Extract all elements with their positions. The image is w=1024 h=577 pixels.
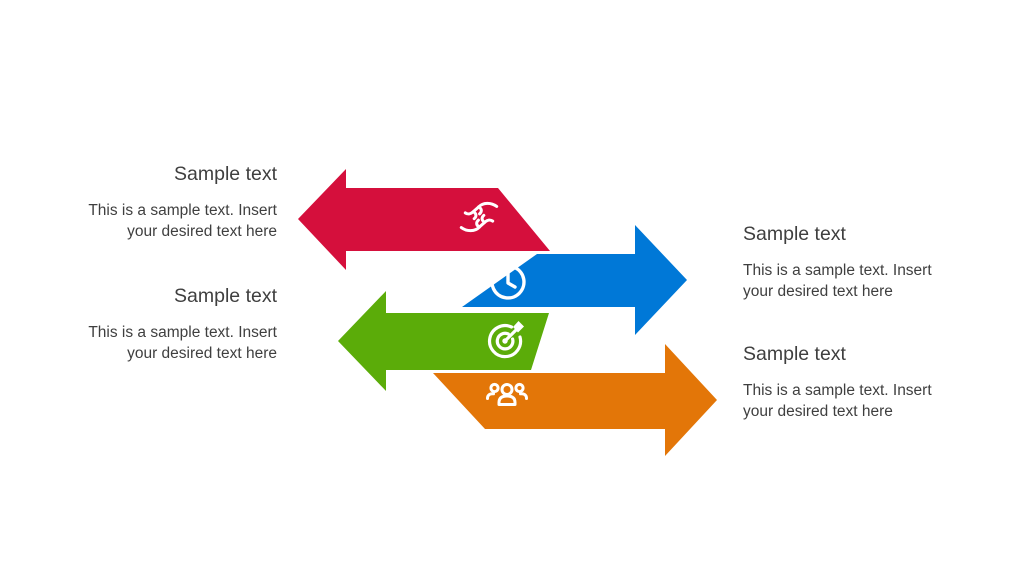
partnership-hands-icon	[459, 201, 499, 233]
item-title: Sample text	[743, 223, 846, 245]
text-block: Sample text This is a sample text. Inser…	[37, 285, 277, 364]
history-clock-icon	[490, 262, 526, 300]
red-arrow	[298, 169, 550, 270]
item-title: Sample text	[174, 163, 277, 185]
target-goal-icon	[488, 321, 524, 359]
text-block: Sample text This is a sample text. Inser…	[743, 343, 983, 422]
text-block: Sample text This is a sample text. Inser…	[743, 223, 983, 302]
text-block: Sample text This is a sample text. Inser…	[37, 163, 277, 242]
item-title: Sample text	[174, 285, 277, 307]
green-arrow	[338, 291, 549, 391]
blue-arrow	[462, 225, 687, 335]
orange-arrow	[433, 344, 717, 456]
people-group-icon	[486, 382, 528, 406]
item-title: Sample text	[743, 343, 846, 365]
